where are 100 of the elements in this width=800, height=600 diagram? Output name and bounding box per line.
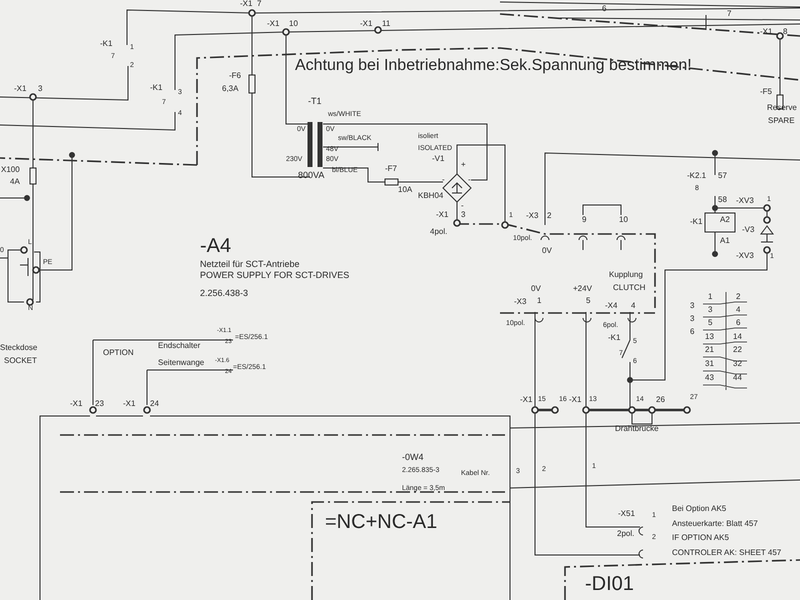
component-label: -T1 (308, 97, 322, 107)
pin-number: 58 (718, 196, 727, 205)
voltage-label: 0V (531, 285, 541, 294)
component-label: KBH04 (418, 192, 444, 201)
note-text: CLUTCH (613, 284, 646, 293)
pin-number: 57 (718, 172, 727, 181)
pin-number: 11 (382, 20, 390, 29)
component-label: -X51 (618, 510, 635, 519)
note-text: 3 (708, 306, 712, 315)
component-label: X100 (1, 166, 20, 175)
note-text: OPTION (103, 349, 134, 358)
component-label: -F6 (229, 72, 241, 81)
voltage-label: 6,3A (222, 85, 238, 94)
note-text: SOCKET (4, 357, 37, 366)
component-label: -X1 (123, 400, 136, 409)
note-text: 5 (708, 319, 712, 328)
note-text: 32 (733, 360, 742, 369)
pin-number: 3 (461, 211, 466, 220)
note-text: Seitenwange (158, 359, 204, 368)
note-text: Ansteuerkarte: Blatt 457 (672, 520, 758, 529)
note-text: Endschalter (158, 342, 200, 351)
warning-text: Achtung bei Inbetriebnahme:Sek.Spannung bestimmen! (295, 57, 692, 75)
pin-number: 24 (150, 400, 159, 409)
pin-number: 7 (727, 10, 732, 19)
pin-number: 3 (38, 85, 42, 94)
voltage-label: 10A (398, 186, 412, 195)
component-label: -X1 (14, 85, 26, 94)
component-label: -X1 (436, 211, 448, 220)
note-text: 3 (690, 302, 694, 311)
note-text: 6 (690, 328, 694, 337)
component-label: -K1 (608, 334, 620, 343)
note-text: 2pol. (617, 530, 634, 539)
pin-number: 1 (537, 297, 542, 306)
component-label: -K1 (100, 40, 112, 49)
note-text: CONTROLER AK: SHEET 457 (672, 549, 782, 558)
note-text: 13 (705, 333, 714, 342)
module-description: Netzteil für SCT-Antriebe (200, 259, 301, 270)
component-label: -F7 (385, 165, 397, 174)
component-label: -X3 (514, 298, 526, 307)
note-text: 31 (705, 360, 714, 369)
component-label: -V3 (742, 226, 754, 235)
pin-number: 9 (582, 216, 586, 225)
note-text: Bei Option AK5 (672, 505, 726, 514)
note-text: Steckdose (0, 344, 38, 353)
component-label: -XV3 (736, 197, 754, 206)
pin-number: 7 (257, 0, 262, 9)
pin-number: 5 (586, 297, 590, 306)
component-label: -XV3 (736, 252, 754, 261)
note-text: 4 (736, 306, 740, 315)
module-designation: =NC+NC-A1 (325, 510, 438, 535)
note-text: Reserve (767, 104, 797, 113)
pin-number: A1 (720, 237, 730, 246)
voltage-label: 0V (542, 247, 552, 256)
note-text: 21 (705, 346, 714, 355)
component-label: -X1 (240, 0, 252, 9)
component-label: -0W4 (402, 453, 424, 463)
component-label: -X1 (267, 20, 280, 29)
component-label: -X1 (520, 396, 532, 405)
polarity-sign: - (442, 176, 445, 185)
module-designation: -A4 (200, 234, 232, 259)
note-text: 6 (736, 319, 740, 328)
voltage-label: 4A (10, 178, 20, 187)
note-text: SPARE (768, 117, 795, 126)
pin-number: 10 (619, 216, 628, 225)
note-text: 1 (708, 293, 712, 302)
pin-number: 2 (547, 212, 552, 221)
note-text: 4pol. (430, 228, 448, 237)
component-label: -X1 (70, 400, 82, 409)
component-label: -F5 (760, 88, 772, 97)
pin-number: A2 (720, 216, 730, 225)
module-description: POWER SUPPLY FOR SCT-DRIVES (200, 270, 350, 282)
polarity-sign: - (468, 176, 471, 185)
note-text: 43 (705, 374, 714, 383)
note-text: 22 (733, 346, 742, 355)
component-label: -V1 (432, 155, 444, 164)
component-label: -X1 (360, 20, 372, 29)
component-label: -K2.1 (687, 172, 706, 181)
note-text: 14 (733, 333, 742, 342)
component-label: -X3 (526, 212, 538, 221)
component-label: -K1 (690, 218, 702, 227)
pin-number: 8 (783, 28, 788, 37)
voltage-label: +24V (573, 285, 592, 294)
note-text: Drahtbrücke (615, 425, 659, 434)
pin-number: 10 (289, 20, 298, 29)
polarity-sign: + (461, 161, 466, 170)
pin-number: 23 (95, 400, 104, 409)
pin-number: 4 (631, 302, 636, 311)
note-text: 3 (690, 315, 694, 324)
note-text: IF OPTION AK5 (672, 534, 729, 543)
module-designation: -DI01 (585, 572, 634, 597)
note-text: 2 (736, 293, 740, 302)
polarity-sign: - (461, 202, 464, 211)
pin-number: 26 (656, 396, 665, 405)
voltage-label: 800VA (298, 171, 324, 181)
component-label: -X4 (605, 302, 618, 311)
note-text: 44 (733, 374, 742, 383)
module-description: 2.256.438-3 (200, 288, 250, 299)
component-label: -X1 (569, 396, 582, 405)
note-text: Kupplung (609, 271, 643, 280)
component-label: -K1 (150, 84, 162, 93)
